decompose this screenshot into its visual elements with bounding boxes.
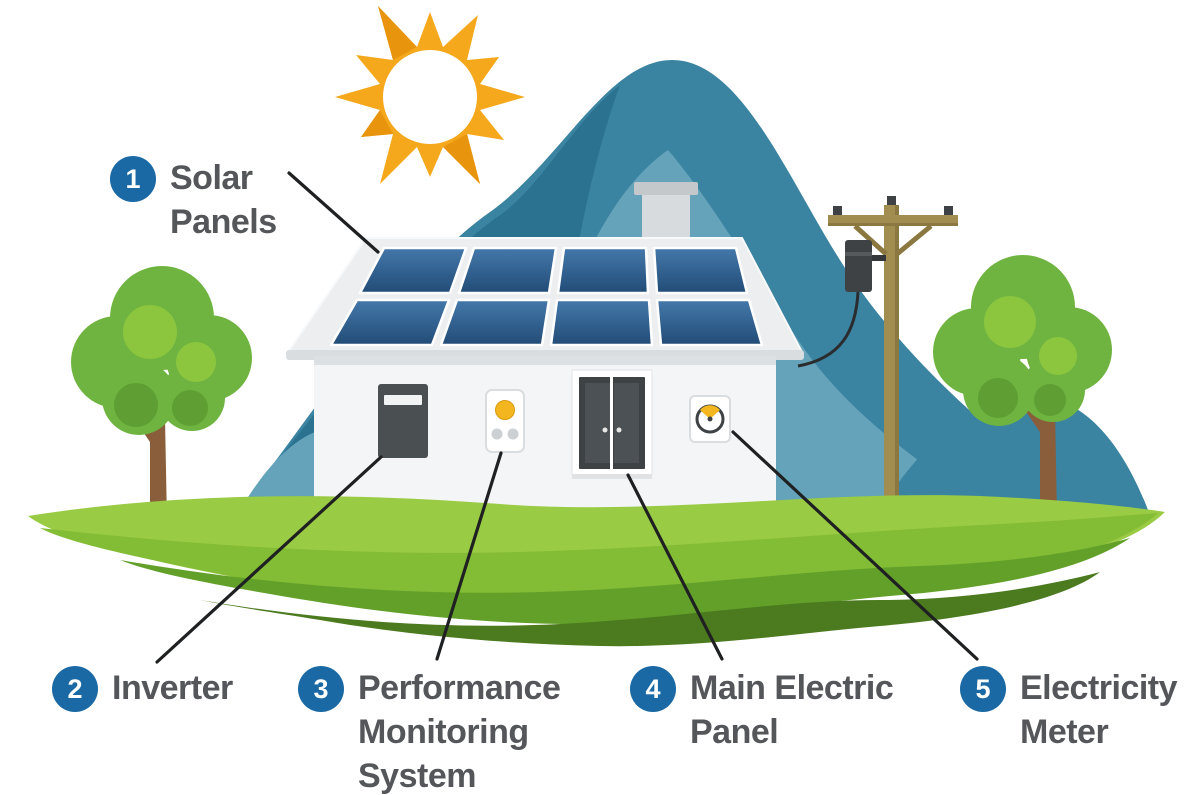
insulator-icon	[833, 206, 842, 215]
connector-line-electric-panel	[626, 473, 724, 661]
label-line: Panel	[690, 713, 779, 751]
label-solar-panels: 1 Solar Panels	[110, 156, 277, 244]
utility-pole	[797, 196, 958, 515]
inverter-device	[378, 384, 428, 458]
label-line: Panels	[170, 203, 277, 241]
label-electric-panel-text: Main Electric Panel	[690, 666, 894, 754]
badge-2: 2	[52, 666, 98, 712]
connector-line-monitoring	[435, 451, 503, 661]
sun-icon	[335, 6, 525, 184]
badge-1: 1	[110, 156, 156, 202]
label-inverter-text: Inverter	[112, 666, 233, 710]
label-meter-text: Electricity Meter	[1020, 666, 1178, 754]
house-illustration	[286, 182, 804, 508]
label-performance-text: Performance Monitoring System	[358, 666, 561, 795]
performance-monitor-device	[485, 389, 525, 453]
tree-right	[933, 255, 1112, 518]
label-line: Inverter	[112, 669, 233, 707]
electricity-meter-device	[689, 395, 731, 443]
label-line: Main Electric	[690, 669, 894, 707]
badge-4: 4	[630, 666, 676, 712]
connector-line-meter	[731, 430, 979, 661]
chimney	[642, 190, 690, 240]
label-line: System	[358, 757, 476, 795]
label-line: Meter	[1020, 713, 1109, 751]
label-line: Performance	[358, 669, 561, 707]
label-solar-panels-text: Solar Panels	[170, 156, 277, 244]
label-main-electric-panel: 4 Main Electric Panel	[630, 666, 894, 754]
connector-line-inverter	[155, 455, 383, 664]
badge-3: 3	[298, 666, 344, 712]
main-electric-panel-door	[571, 369, 653, 479]
transformer	[845, 240, 872, 292]
label-line: Solar	[170, 159, 253, 197]
label-line: Electricity	[1020, 669, 1178, 707]
label-electricity-meter: 5 Electricity Meter	[960, 666, 1178, 754]
insulator-icon	[944, 206, 953, 215]
connector-line-solar-panels	[287, 171, 380, 254]
badge-5: 5	[960, 666, 1006, 712]
tree-trunk	[150, 418, 167, 522]
solar-panel-array	[329, 246, 764, 347]
power-line	[797, 291, 860, 368]
grass-foreground	[28, 495, 1165, 647]
label-performance-monitoring-system: 3 Performance Monitoring System	[298, 666, 561, 795]
label-inverter: 2 Inverter	[52, 666, 233, 712]
label-line: Monitoring	[358, 713, 529, 751]
insulator-icon	[887, 196, 896, 205]
tree-left	[71, 266, 252, 522]
tree-trunk	[1040, 408, 1057, 518]
